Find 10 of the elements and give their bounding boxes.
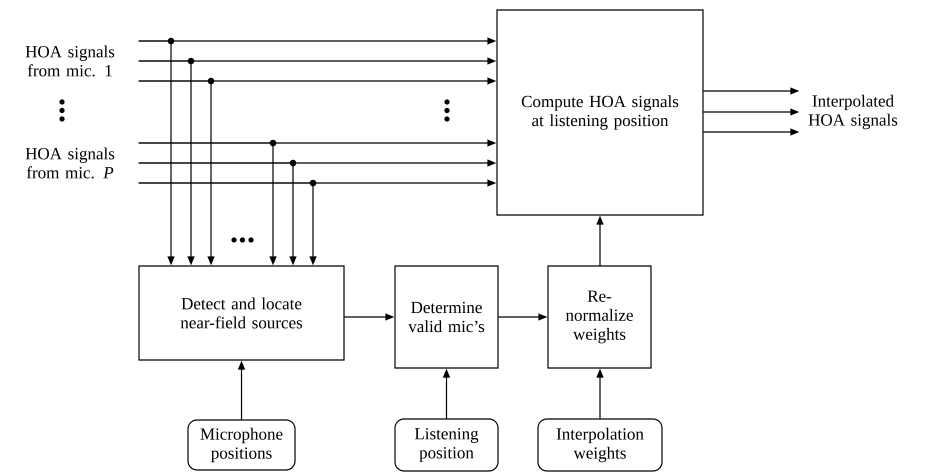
process-box: Compute HOA signals at listening position [496,9,704,216]
process-box: Detect and locate near-field sources [138,265,345,361]
process-box: Determine valid mic’s [394,265,499,369]
input-box: Listening position [394,418,499,472]
output-label: Interpolated HOA signals [808,94,898,130]
process-box: Re-normalize weights [547,265,652,369]
input-box: Interpolation weights [537,418,663,472]
signal-label: HOA signals from mic. 1 [26,45,114,76]
signal-label: HOA signals from mic. P [26,147,114,178]
input-box: Microphone positions [187,419,296,471]
